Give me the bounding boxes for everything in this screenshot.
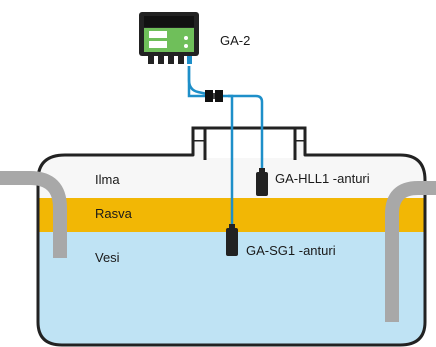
air-label: Ilma xyxy=(95,172,120,187)
ga2-device xyxy=(139,12,199,64)
water-label: Vesi xyxy=(95,250,120,265)
device-label: GA-2 xyxy=(220,33,250,48)
sg1-label: GA-SG1 -anturi xyxy=(246,243,336,258)
cable-junction xyxy=(205,90,223,102)
grease-label: Rasva xyxy=(95,206,133,221)
sg1-sensor xyxy=(226,224,238,256)
cable-hll1 xyxy=(228,94,264,172)
hll1-label: GA-HLL1 -anturi xyxy=(275,171,370,186)
hll1-sensor xyxy=(256,168,268,196)
manhole-neck xyxy=(205,130,295,158)
inlet-pipe xyxy=(0,171,67,258)
outlet-pipe xyxy=(385,181,436,322)
